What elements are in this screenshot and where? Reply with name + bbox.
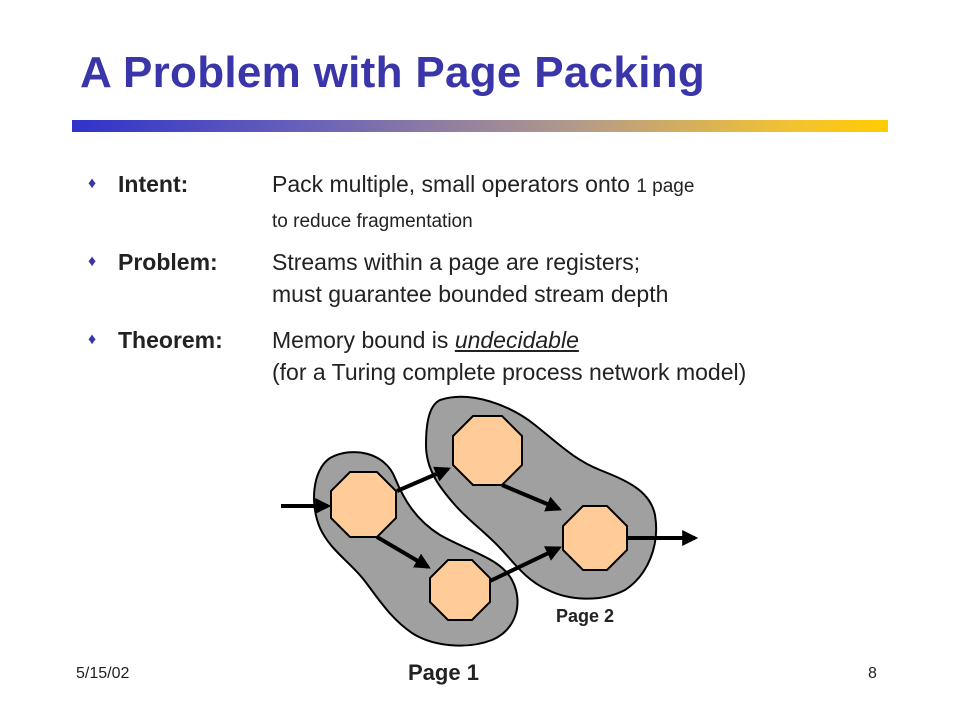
slide-number: 8 <box>868 665 877 682</box>
operator-octagon <box>562 505 628 571</box>
operator-octagon <box>452 415 523 486</box>
bullet-text-line2: (for a Turing complete process network m… <box>272 359 747 385</box>
slide-title: A Problem with Page Packing <box>80 48 706 97</box>
diamond-bullet-icon: ♦ <box>88 175 97 192</box>
footer-date: 5/15/02 <box>76 665 130 682</box>
bullet-text: Memory bound is undecidable (for a Turin… <box>272 324 746 388</box>
stream-arrow <box>375 535 431 569</box>
stream-arrow <box>396 466 451 493</box>
bullet-label: Intent: <box>118 171 189 197</box>
stream-arrow <box>489 546 562 583</box>
bullet-text-line1: Memory bound is <box>272 327 455 353</box>
bullet-text-line1: Pack multiple, small operators onto <box>272 171 637 197</box>
page1-label: Page 1 <box>408 660 479 685</box>
bullet-text-line1: Streams within a page are registers; <box>272 249 641 275</box>
title-rule <box>72 120 888 132</box>
bullet-text-line1-small: 1 page <box>636 176 695 197</box>
operator-octagon <box>330 471 397 538</box>
bullet-text: Streams within a page are registers; mus… <box>272 246 668 310</box>
undecidable-emphasis: undecidable <box>454 327 579 353</box>
bullet-text-line2: must guarantee bounded stream depth <box>272 281 669 307</box>
diamond-bullet-icon: ♦ <box>88 331 97 348</box>
operator-octagon <box>429 559 491 621</box>
bullet-text: Pack multiple, small operators onto 1 pa… <box>272 168 694 238</box>
page2-label: Page 2 <box>556 606 615 626</box>
diamond-bullet-icon: ♦ <box>88 253 97 270</box>
bullet-label: Theorem: <box>118 327 223 353</box>
stream-arrow <box>501 483 562 512</box>
bullet-label: Problem: <box>118 249 218 275</box>
bullet-text-line2: to reduce fragmentation <box>272 211 473 232</box>
